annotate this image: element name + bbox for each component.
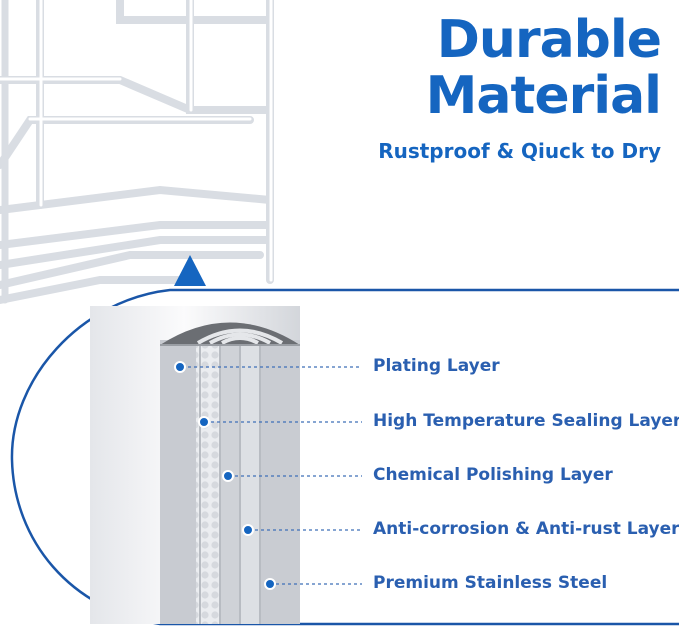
rod-cross-section [90, 306, 300, 624]
layer-label-steel: Premium Stainless Steel [373, 573, 608, 593]
title-line-2: Material [425, 66, 662, 126]
title-line-1: Durable [436, 10, 662, 70]
layer-label-polishing: Chemical Polishing Layer [373, 465, 613, 485]
pointer-triangle [174, 255, 206, 286]
layer-label-anticorrosion: Anti-corrosion & Anti-rust Layer [373, 519, 679, 539]
leader-lines [182, 366, 362, 585]
page-title: Durable Material [425, 10, 662, 126]
wire-rack-highlight [0, 0, 273, 282]
leader-dots [174, 361, 276, 590]
subtitle: Rustproof & Qiuck to Dry [378, 139, 661, 163]
layer-label-sealing: High Temperature Sealing Layer [373, 411, 679, 431]
layer-label-plating: Plating Layer [373, 356, 500, 376]
